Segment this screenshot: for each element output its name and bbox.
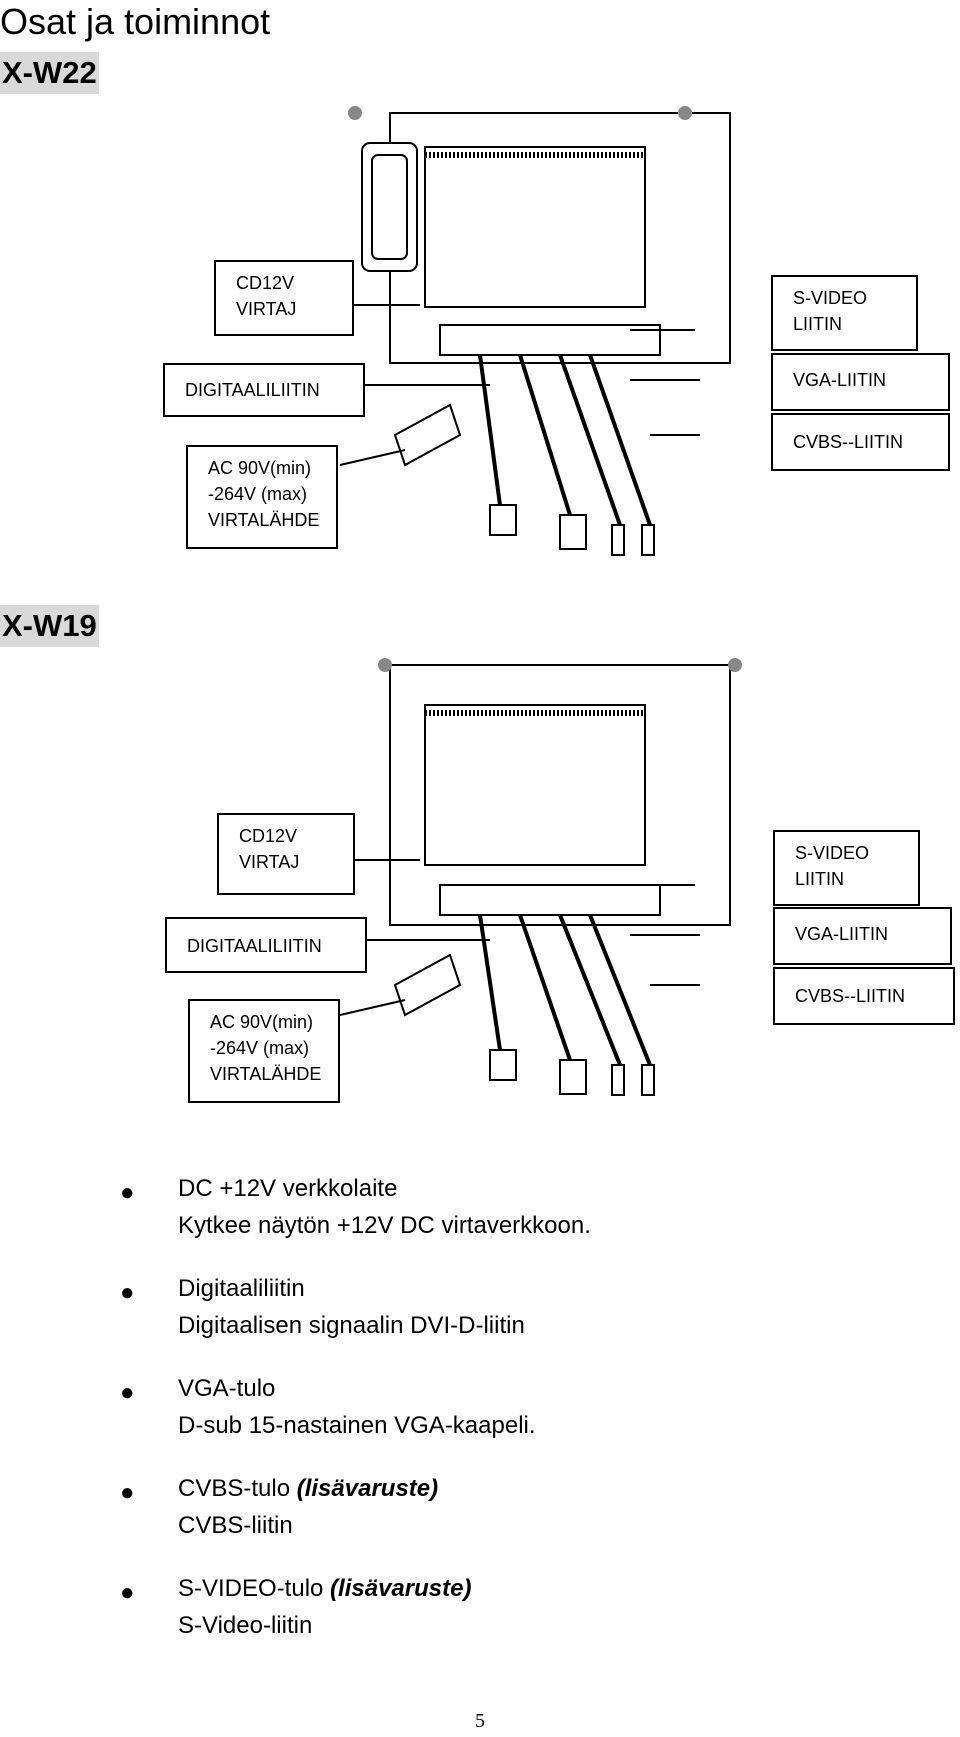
list-item: ● S-VIDEO-tulo (lisävaruste) S-Video-lii… [110,1570,930,1644]
label-cvbs: CVBS--LIITIN [773,967,955,1025]
label-cvbs: CVBS--LIITIN [771,413,950,471]
item-description: Digitaalisen signaalin DVI-D-liitin [178,1312,525,1339]
label-svideo: S-VIDEO LIITIN [773,830,920,906]
label-ac-power: AC 90V(min) -264V (max) VIRTALÄHDE [186,445,338,549]
model-label-x-w19: X-W19 [0,605,99,647]
label-dc-power: CD12V VIRTAJ [214,260,354,336]
item-description: CVBS-liitin [178,1512,293,1539]
label-dc-power: CD12V VIRTAJ [217,813,355,895]
item-description: Kytkee näytön +12V DC virtaverkkoon. [178,1212,591,1239]
page-number: 5 [475,1710,485,1732]
list-item: ● VGA-tulo D-sub 15-nastainen VGA-kaapel… [110,1370,930,1444]
list-item: ● DC +12V verkkolaite Kytkee näytön +12V… [110,1170,930,1244]
item-description: D-sub 15-nastainen VGA-kaapeli. [178,1412,536,1439]
connection-diagram-x-w19: CD12V VIRTAJ DIGITAALILIITIN AC 90V(min)… [150,655,960,1145]
label-digital-connector: DIGITAALILIITIN [163,363,365,417]
label-vga: VGA-LIITIN [773,907,952,965]
bullet-icon: ● [120,1179,135,1206]
label-vga: VGA-LIITIN [771,353,950,411]
label-digital-connector: DIGITAALILIITIN [165,917,367,973]
item-title: VGA-tulo [178,1375,276,1402]
list-item: ● CVBS-tulo (lisävaruste) CVBS-liitin [110,1470,930,1544]
monitor-back-illustration [339,106,731,556]
item-title: DC +12V verkkolaite [178,1175,398,1202]
bullet-icon: ● [120,1479,135,1506]
bullet-icon: ● [120,1279,135,1306]
item-description: S-Video-liitin [178,1612,313,1639]
bullet-icon: ● [120,1379,135,1406]
connection-diagram-x-w22: CD12V VIRTAJ DIGITAALILIITIN AC 90V(min)… [150,105,960,615]
feature-list: ● DC +12V verkkolaite Kytkee näytön +12V… [110,1170,930,1670]
list-item: ● Digitaaliliitin Digitaalisen signaalin… [110,1270,930,1344]
monitor-back-illustration [339,658,742,1096]
bullet-icon: ● [120,1579,135,1606]
item-title: S-VIDEO-tulo (lisävaruste) [178,1575,472,1602]
page-title: Osat ja toiminnot [0,1,271,42]
item-title: Digitaaliliitin [178,1275,305,1302]
item-title: CVBS-tulo (lisävaruste) [178,1475,439,1502]
model-label-x-w22: X-W22 [0,52,99,94]
label-svideo: S-VIDEO LIITIN [771,275,918,351]
label-ac-power: AC 90V(min) -264V (max) VIRTALÄHDE [188,999,340,1103]
